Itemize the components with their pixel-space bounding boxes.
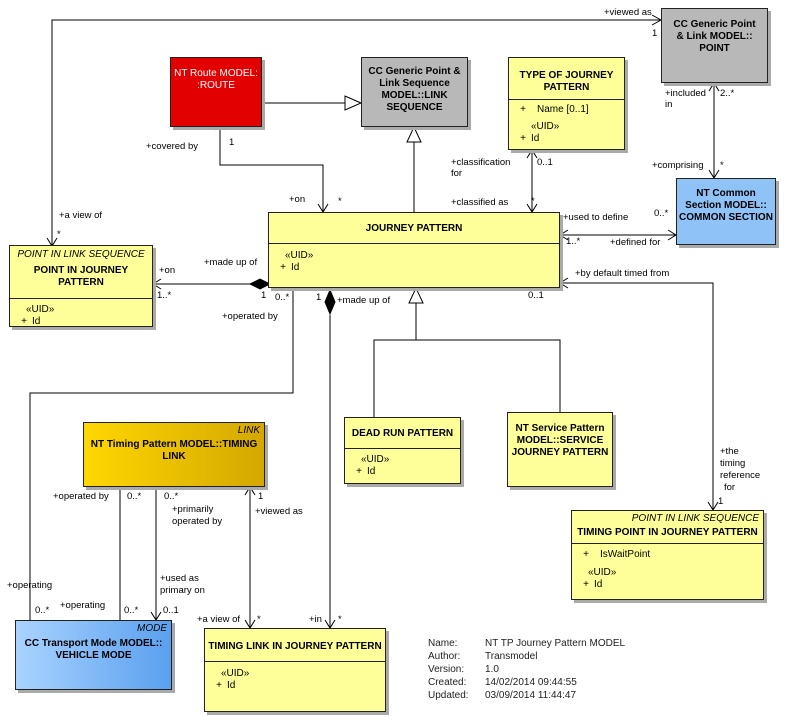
mult-tl-1: 1 — [258, 491, 264, 502]
mult-class-star: * — [531, 196, 535, 207]
class-link-sequence[interactable]: CC Generic Point & Link Sequence MODEL::… — [361, 57, 468, 127]
label-classified-as: +classified as — [451, 197, 509, 208]
mult-opby-0star: 0..* — [275, 292, 290, 303]
label-on: +on — [289, 194, 306, 205]
gen-arrow-specializations — [408, 286, 424, 304]
label-comprising: +comprising — [652, 160, 704, 171]
class-timing-link-in-journey-pattern[interactable]: TIMING LINK IN JOURNEY PATTERN «UID» +Id — [204, 628, 386, 712]
label-in: +in — [309, 614, 322, 625]
assoc-jp-timing-point — [560, 282, 714, 510]
meta-created-key: Created: — [428, 677, 467, 688]
label-primarily-operated-by: +primarily — [172, 504, 214, 515]
label-timing-reference-2: timing — [720, 458, 746, 469]
meta-updated: 03/09/2014 11:44:47 — [485, 690, 577, 701]
label-defined-for: +defined for — [610, 237, 661, 248]
label-timing-reference-3: reference — [720, 470, 761, 481]
mult-point-1: 1 — [652, 28, 658, 39]
assoc-jp-vehicle — [29, 288, 294, 620]
label-included-in-2: in — [665, 99, 673, 110]
class-service-journey-pattern[interactable]: NT Service Pattern MODEL::SERVICE JOURNE… — [507, 412, 613, 487]
mult-comp-star: * — [720, 160, 724, 171]
generalization-deadrun — [373, 303, 417, 417]
gen-arrow-jp — [406, 125, 422, 143]
meta-version: 1.0 — [485, 664, 499, 675]
label-classification-for-2: for — [451, 168, 463, 179]
meta-version-key: Version: — [428, 664, 465, 675]
assoc-point-view — [51, 19, 660, 245]
mult-tl-0star-2: 0..* — [164, 491, 179, 502]
label-operating: +operating — [7, 580, 53, 591]
class-dead-run-pattern[interactable]: DEAD RUN PATTERN «UID» +Id — [344, 417, 461, 484]
label-a-view-of: +a view of — [59, 210, 103, 221]
mult-tljp-star: * — [257, 614, 261, 625]
mult-view-star: * — [57, 229, 61, 240]
label-viewed-as-tl: +viewed as — [255, 506, 303, 517]
class-vehicle-mode[interactable]: MODE CC Transport Mode MODEL:: VEHICLE M… — [15, 620, 172, 690]
mult-tp-1: 1 — [718, 496, 724, 507]
label-covered-by: +covered by — [146, 141, 199, 152]
class-type-of-journey-pattern[interactable]: TYPE OF JOURNEY PATTERN +Name [0..1] «UI… — [508, 57, 625, 150]
class-common-section[interactable]: NT Common Section MODEL:: COMMON SECTION — [676, 178, 776, 245]
meta-author-key: Author: — [428, 651, 461, 662]
meta-name: NT TP Journey Pattern MODEL — [485, 638, 626, 649]
meta-updated-key: Updated: — [428, 690, 469, 701]
diamond-pijp — [248, 278, 272, 290]
label-operating-2: +operating — [60, 600, 106, 611]
mult-route-1: 1 — [229, 137, 235, 148]
class-journey-pattern[interactable]: JOURNEY PATTERN «UID» +Id — [268, 212, 560, 288]
mult-class-01: 0..1 — [537, 157, 553, 168]
label-by-default-timed-from: +by default timed from — [575, 268, 670, 279]
label-used-as-primary-on: +used as — [160, 573, 199, 584]
label-classification-for: +classification — [451, 157, 511, 168]
label-primarily-operated-by-2: operated by — [172, 516, 223, 527]
generalization-service — [416, 339, 561, 412]
label-made-up-of-bottom: +made up of — [337, 295, 391, 306]
label-viewed-as-point: +viewed as — [604, 7, 652, 18]
meta-author: Transmodel — [485, 651, 538, 662]
label-timing-reference: +the — [720, 446, 739, 457]
label-on-left: +on — [159, 265, 176, 276]
meta-created: 14/02/2014 09:44:55 — [485, 677, 577, 688]
label-made-up-of: +made up of — [204, 257, 258, 268]
meta-name-key: Name: — [428, 638, 458, 649]
mult-in-star: * — [338, 614, 342, 625]
mult-pijp-1star: 1..* — [157, 290, 172, 301]
assoc-jp-route — [219, 122, 324, 212]
diamond-tljp — [324, 288, 336, 316]
gen-arrow-route — [344, 95, 363, 111]
label-operated-by: +operated by — [222, 311, 278, 322]
mult-vm-0star: 0..* — [35, 605, 50, 616]
mult-vm-01: 0..1 — [163, 605, 179, 616]
class-route[interactable]: NT Route MODEL: :ROUTE — [170, 57, 262, 127]
label-timing-reference-4: for — [724, 482, 736, 493]
label-operated-by-tl: +operated by — [53, 491, 109, 502]
label-a-view-of-bottom: +a view of — [197, 614, 241, 625]
label-used-to-define: +used to define — [563, 212, 629, 223]
mult-tl-0star-1: 0..* — [127, 491, 142, 502]
mult-jp-1star: 1..* — [566, 236, 581, 247]
class-timing-link[interactable]: LINK NT Timing Pattern MODEL::TIMING LIN… — [83, 422, 265, 487]
mult-cs-0star: 0..* — [654, 208, 669, 219]
mult-on-star: * — [338, 196, 342, 207]
class-point-in-journey-pattern[interactable]: POINT IN LINK SEQUENCE POINT IN JOURNEY … — [9, 245, 153, 327]
mult-vm-0star-2: 0..* — [124, 605, 139, 616]
class-point[interactable]: CC Generic Point & Link MODEL:: POINT — [661, 8, 768, 83]
label-used-as-primary-on-2: primary on — [160, 585, 205, 596]
label-included-in: +included — [665, 88, 706, 99]
mult-madeup-1: 1 — [316, 292, 322, 303]
mult-jp-1-left: 1 — [261, 290, 267, 301]
class-timing-point-in-journey-pattern[interactable]: POINT IN LINK SEQUENCE TIMING POINT IN J… — [571, 510, 764, 600]
mult-default-01: 0..1 — [528, 290, 544, 301]
mult-2star: 2..* — [720, 88, 735, 99]
